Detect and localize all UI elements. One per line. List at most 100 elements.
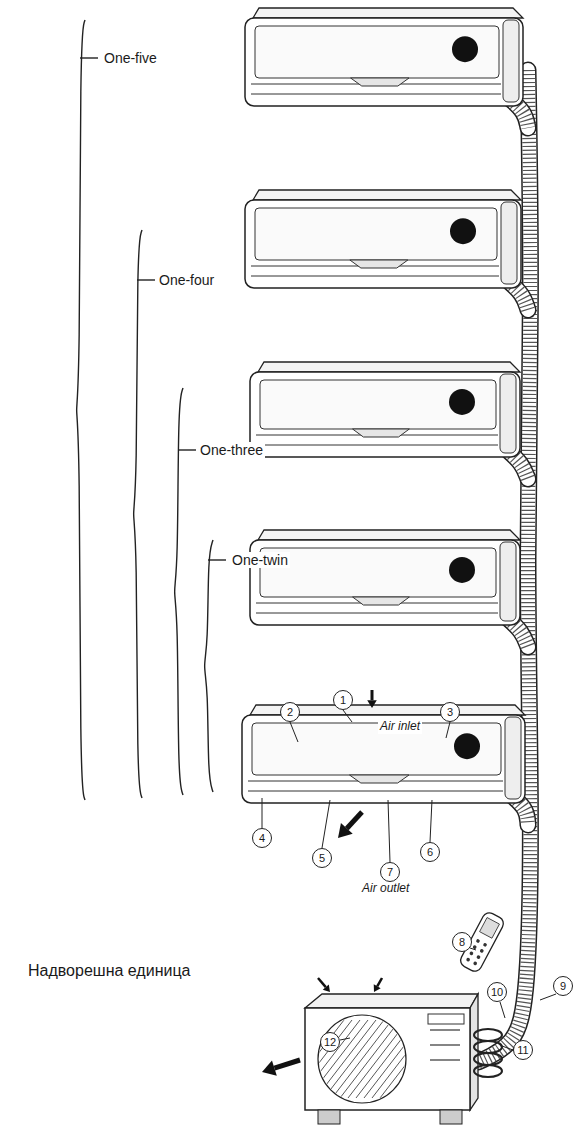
group-bracket: [205, 540, 213, 792]
front-panel: [252, 723, 501, 775]
louver-line: [251, 94, 501, 95]
louver-notch: [351, 78, 409, 86]
air-outlet-arrow-head: [338, 823, 353, 838]
louver-line: [251, 276, 499, 277]
end-cap: [500, 542, 516, 621]
pipe-coil: [474, 1041, 502, 1053]
grille-hatch: [332, 1020, 392, 1098]
callout-number: 10: [487, 982, 507, 1002]
grille-hatch: [292, 1020, 352, 1098]
air-outlet-arrow-shaft: [347, 812, 362, 828]
grille-hatch: [252, 1020, 312, 1098]
outdoor-foot: [440, 1110, 462, 1124]
callout-number: 2: [280, 702, 300, 722]
unit-top: [258, 362, 520, 372]
remote-button: [479, 949, 484, 954]
remote-button: [473, 961, 478, 966]
louver-line: [248, 791, 503, 792]
outdoor-inlet-arrow-shaft: [377, 978, 382, 986]
air-inlet-arrow-shaft: [371, 690, 374, 700]
remote-button: [476, 955, 481, 960]
leader-line: [290, 722, 298, 742]
group-label: One-twin: [230, 552, 290, 568]
bracket-tick: [80, 57, 98, 58]
pipe-coil: [474, 1029, 502, 1041]
vent-slot: [430, 1044, 460, 1045]
grille-hatch: [364, 1020, 424, 1098]
grille-hatch: [316, 1020, 376, 1098]
display: [452, 36, 478, 62]
grille-hatch: [372, 1020, 432, 1098]
grille-hatch: [340, 1020, 400, 1098]
indoor-unit: [245, 190, 521, 288]
display: [449, 557, 475, 583]
end-cap: [500, 374, 516, 453]
unit-body: [245, 18, 523, 106]
leader-line: [262, 798, 263, 828]
group-label: One-four: [157, 272, 216, 288]
bracket-tick: [208, 559, 226, 560]
leader-line: [446, 722, 450, 738]
group-bracket: [134, 230, 142, 798]
leader-line: [540, 994, 556, 1000]
end-cap: [503, 20, 519, 102]
louver-notch: [353, 429, 410, 437]
callout-number: 1: [333, 690, 353, 710]
front-panel: [260, 548, 496, 597]
indoor-unit: [245, 8, 523, 106]
outdoor-side: [470, 994, 478, 1110]
unit-caption: Надворешна единица: [28, 962, 190, 980]
leader-line: [502, 1046, 513, 1050]
leader-line: [343, 710, 352, 722]
callout-number: 12: [320, 1032, 340, 1052]
outdoor-foot: [318, 1110, 340, 1124]
remote-button: [476, 939, 481, 944]
outdoor-top: [305, 994, 478, 1008]
front-panel: [255, 208, 497, 260]
bracket-tick: [178, 449, 196, 450]
unit-body: [250, 372, 520, 457]
unit-top: [253, 190, 521, 200]
remote-button: [483, 942, 488, 947]
callout-number: 5: [312, 848, 332, 868]
leader-line: [340, 1038, 350, 1040]
unit-top: [253, 8, 523, 18]
unit-body: [250, 540, 520, 625]
outdoor-inlet-arrow-head: [374, 984, 381, 992]
grille-hatch: [348, 1020, 408, 1098]
unit-top: [258, 530, 520, 540]
callout-number: 8: [452, 932, 472, 952]
unit-body: [242, 715, 525, 803]
service-panel: [428, 1014, 464, 1024]
outdoor-outlet-arrow-shaft: [274, 1060, 300, 1068]
airflow-label: Air outlet: [360, 882, 411, 896]
louver-notch: [353, 597, 410, 605]
grille-hatch: [396, 1020, 456, 1098]
callout-number: 7: [380, 862, 400, 882]
remote-button: [469, 951, 474, 956]
end-cap: [501, 202, 517, 284]
display: [450, 218, 476, 244]
outdoor-unit: [252, 994, 502, 1124]
air-inlet-arrow-head: [367, 700, 377, 708]
end-cap: [505, 717, 521, 799]
grille-hatch: [388, 1020, 448, 1098]
leader-line: [500, 1002, 505, 1018]
grille-hatch: [284, 1020, 344, 1098]
callout-number: 3: [440, 702, 460, 722]
display: [449, 389, 475, 415]
indoor-unit: [250, 362, 520, 457]
pipe-coil: [474, 1065, 502, 1077]
indoor-unit: [250, 530, 520, 625]
display: [454, 733, 480, 759]
callout-number: 11: [513, 1040, 533, 1060]
outdoor-outlet-arrow-head: [262, 1060, 277, 1075]
leader-line: [470, 948, 476, 950]
louver-notch: [350, 775, 409, 783]
pipe-coil: [474, 1053, 502, 1065]
bracket-tick: [137, 279, 155, 280]
vent-slot: [430, 1029, 460, 1030]
louver-notch: [350, 260, 408, 268]
